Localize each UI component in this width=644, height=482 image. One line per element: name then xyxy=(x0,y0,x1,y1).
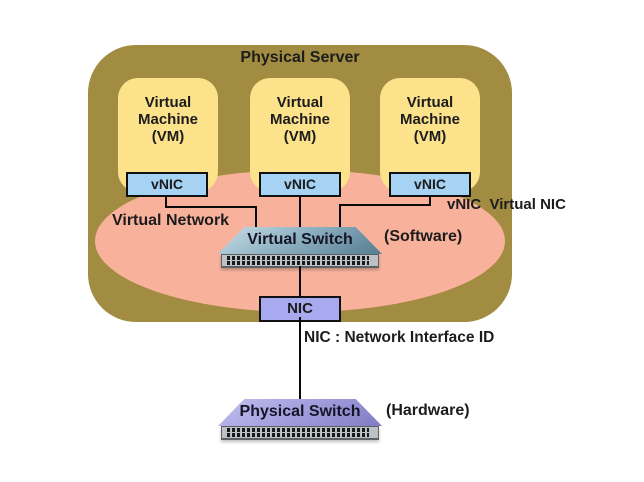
virtual-switch-image: Virtual Switch xyxy=(218,227,382,269)
nic-note: NIC : Network Interface ID xyxy=(304,329,495,346)
vnic-box-2: vNIC xyxy=(259,172,341,197)
vm-label-3: Virtual Machine (VM) xyxy=(399,94,460,145)
physical-switch-label: Physical Switch xyxy=(239,403,361,420)
connector-line-vnic1-down xyxy=(165,193,167,208)
software-annotation: (Software) xyxy=(384,228,463,245)
virtual-switch-label: Virtual Switch xyxy=(247,231,353,248)
hardware-annotation: (Hardware) xyxy=(386,402,470,419)
connector-line-vnic1-horizontal xyxy=(165,206,257,208)
physical-server-label: Physical Server xyxy=(240,49,360,66)
physical-switch-image: Physical Switch xyxy=(218,399,382,441)
vnic-box-1: vNIC xyxy=(126,172,208,197)
physical-switch-top-face: Physical Switch xyxy=(218,399,382,426)
connector-line-vnic1-to-switch xyxy=(255,206,257,232)
connector-line-vnic3-to-switch xyxy=(339,204,341,232)
vm-label-2: Virtual Machine (VM) xyxy=(269,94,330,145)
connector-line-nic-to-physical-switch xyxy=(299,317,301,401)
vm-label-1: Virtual Machine (VM) xyxy=(137,94,198,145)
vnic-note: vNIC Virtual NIC xyxy=(447,196,566,213)
virtual-switch-top-face: Virtual Switch xyxy=(218,227,382,254)
connector-line-switch-to-nic xyxy=(299,266,301,298)
physical-switch-ports xyxy=(221,426,379,440)
connector-line-vnic2-to-switch xyxy=(299,193,301,232)
connector-line-vnic3-horizontal xyxy=(339,204,431,206)
virtual-network-label: Virtual Network xyxy=(112,212,230,229)
vnic-box-3: vNIC xyxy=(389,172,471,197)
connector-line-vnic3-down xyxy=(429,193,431,206)
